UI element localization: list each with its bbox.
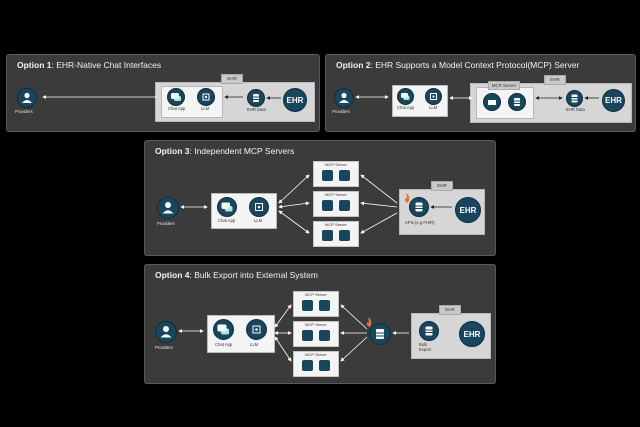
chat-app-label: Chat App xyxy=(215,342,233,347)
flame-icon xyxy=(366,317,372,327)
option1-panel: Option 1: EHR-Native Chat Interfaces Pro… xyxy=(6,54,320,132)
database-icon xyxy=(319,360,330,371)
tools-icon xyxy=(322,200,333,211)
ehr-node: EHR xyxy=(455,197,481,223)
user-icon xyxy=(22,92,32,103)
database-icon xyxy=(319,300,330,311)
chat-app-label: Chat App xyxy=(397,105,415,110)
llm-label: LLM xyxy=(429,105,438,110)
database-icon xyxy=(376,329,384,339)
llm-node xyxy=(246,319,267,340)
ehr-data-node xyxy=(247,89,265,107)
mcp-server-2: MCP Server xyxy=(293,321,339,347)
chat-app-node xyxy=(167,88,185,106)
mcp-server-2: MCP Server xyxy=(313,191,359,217)
llm-label: LLM xyxy=(201,106,210,111)
user-icon xyxy=(160,326,172,338)
llm-node xyxy=(197,88,215,106)
database-icon xyxy=(425,326,433,336)
chip-icon xyxy=(202,93,210,101)
chat-bubble-icon xyxy=(217,324,229,335)
option4-title: Option 4: Bulk Export into External Syst… xyxy=(155,270,318,280)
chat-app-node xyxy=(217,197,237,217)
option2-panel: Option 2: EHR Supports a Model Context P… xyxy=(325,54,636,132)
apis-label: APIs (e.g FHIR) xyxy=(405,220,435,225)
database-icon xyxy=(571,94,578,103)
mcp-server-3: MCP Server xyxy=(293,351,339,377)
chip-icon xyxy=(255,203,263,211)
database-icon xyxy=(339,200,350,211)
mcp-server-1: MCP Server xyxy=(313,161,359,187)
tools-icon xyxy=(322,230,333,241)
mcp-server-tag: MCP Server xyxy=(488,81,520,90)
database-icon xyxy=(319,330,330,341)
chat-app-label: Chat App xyxy=(218,218,236,223)
tools-icon xyxy=(302,360,313,371)
option3-arrows xyxy=(180,174,452,234)
user-icon xyxy=(339,92,349,103)
bulk-export-label: Bulk Export xyxy=(419,342,432,352)
option1-title: Option 1: EHR-Native Chat Interfaces xyxy=(17,60,162,70)
mcp-db-node xyxy=(508,93,526,111)
ehr-node: EHR xyxy=(602,89,625,112)
mcp-server-3: MCP Server xyxy=(313,221,359,247)
database-icon xyxy=(339,170,350,181)
chat-app-node xyxy=(397,88,414,105)
llm-label: LLM xyxy=(250,342,259,347)
option2-arrows xyxy=(355,95,599,100)
llm-node xyxy=(249,197,269,217)
providers-node xyxy=(17,88,37,108)
llm-node xyxy=(425,88,442,105)
option3-panel: Option 3: Independent MCP Servers Provid… xyxy=(144,140,496,256)
chip-icon xyxy=(252,325,261,334)
providers-label: Providers xyxy=(157,221,175,226)
ehr-node: EHR xyxy=(283,88,307,112)
providers-label: Providers xyxy=(332,109,350,114)
chat-bubble-icon xyxy=(171,93,181,101)
providers-node xyxy=(155,321,177,343)
providers-label: Providers xyxy=(15,109,33,114)
bulk-export-node xyxy=(419,321,439,341)
option1-arrows xyxy=(42,95,281,100)
chat-bubble-icon xyxy=(401,93,410,100)
ehr-data-label: EHR Data xyxy=(247,107,266,112)
chat-app-node xyxy=(213,319,234,340)
option4-panel: Option 4: Bulk Export into External Syst… xyxy=(144,264,496,384)
user-icon xyxy=(162,202,174,214)
ehr-tag: EHR xyxy=(221,74,243,84)
ehr-tag: EHR xyxy=(431,181,453,191)
database-icon xyxy=(415,202,423,212)
flame-icon xyxy=(404,193,410,203)
ehr-data-node xyxy=(566,90,583,107)
mcp-tools-node xyxy=(483,93,501,111)
providers-node xyxy=(334,88,354,108)
ehr-data-label: EHR Data xyxy=(566,107,585,112)
database-icon xyxy=(339,230,350,241)
database-icon xyxy=(514,98,520,106)
chat-bubble-icon xyxy=(221,202,233,212)
option3-title: Option 3: Independent MCP Servers xyxy=(155,146,295,156)
tools-icon xyxy=(302,300,313,311)
providers-label: Providers xyxy=(155,345,173,350)
external-store-node xyxy=(369,323,391,345)
providers-node xyxy=(157,197,179,219)
chat-app-label: Chat App xyxy=(168,106,186,111)
apis-node xyxy=(409,197,429,217)
tools-icon xyxy=(488,100,496,105)
option4-arrows xyxy=(178,304,409,362)
tools-icon xyxy=(302,330,313,341)
option2-title: Option 2: EHR Supports a Model Context P… xyxy=(336,60,580,70)
ehr-tag: EHR xyxy=(544,75,566,85)
database-icon xyxy=(253,94,259,102)
llm-label: LLM xyxy=(254,218,263,223)
ehr-tag: EHR xyxy=(439,305,461,315)
mcp-server-1: MCP Server xyxy=(293,291,339,317)
ehr-node: EHR xyxy=(459,321,485,347)
chip-icon xyxy=(430,93,437,100)
tools-icon xyxy=(322,170,333,181)
